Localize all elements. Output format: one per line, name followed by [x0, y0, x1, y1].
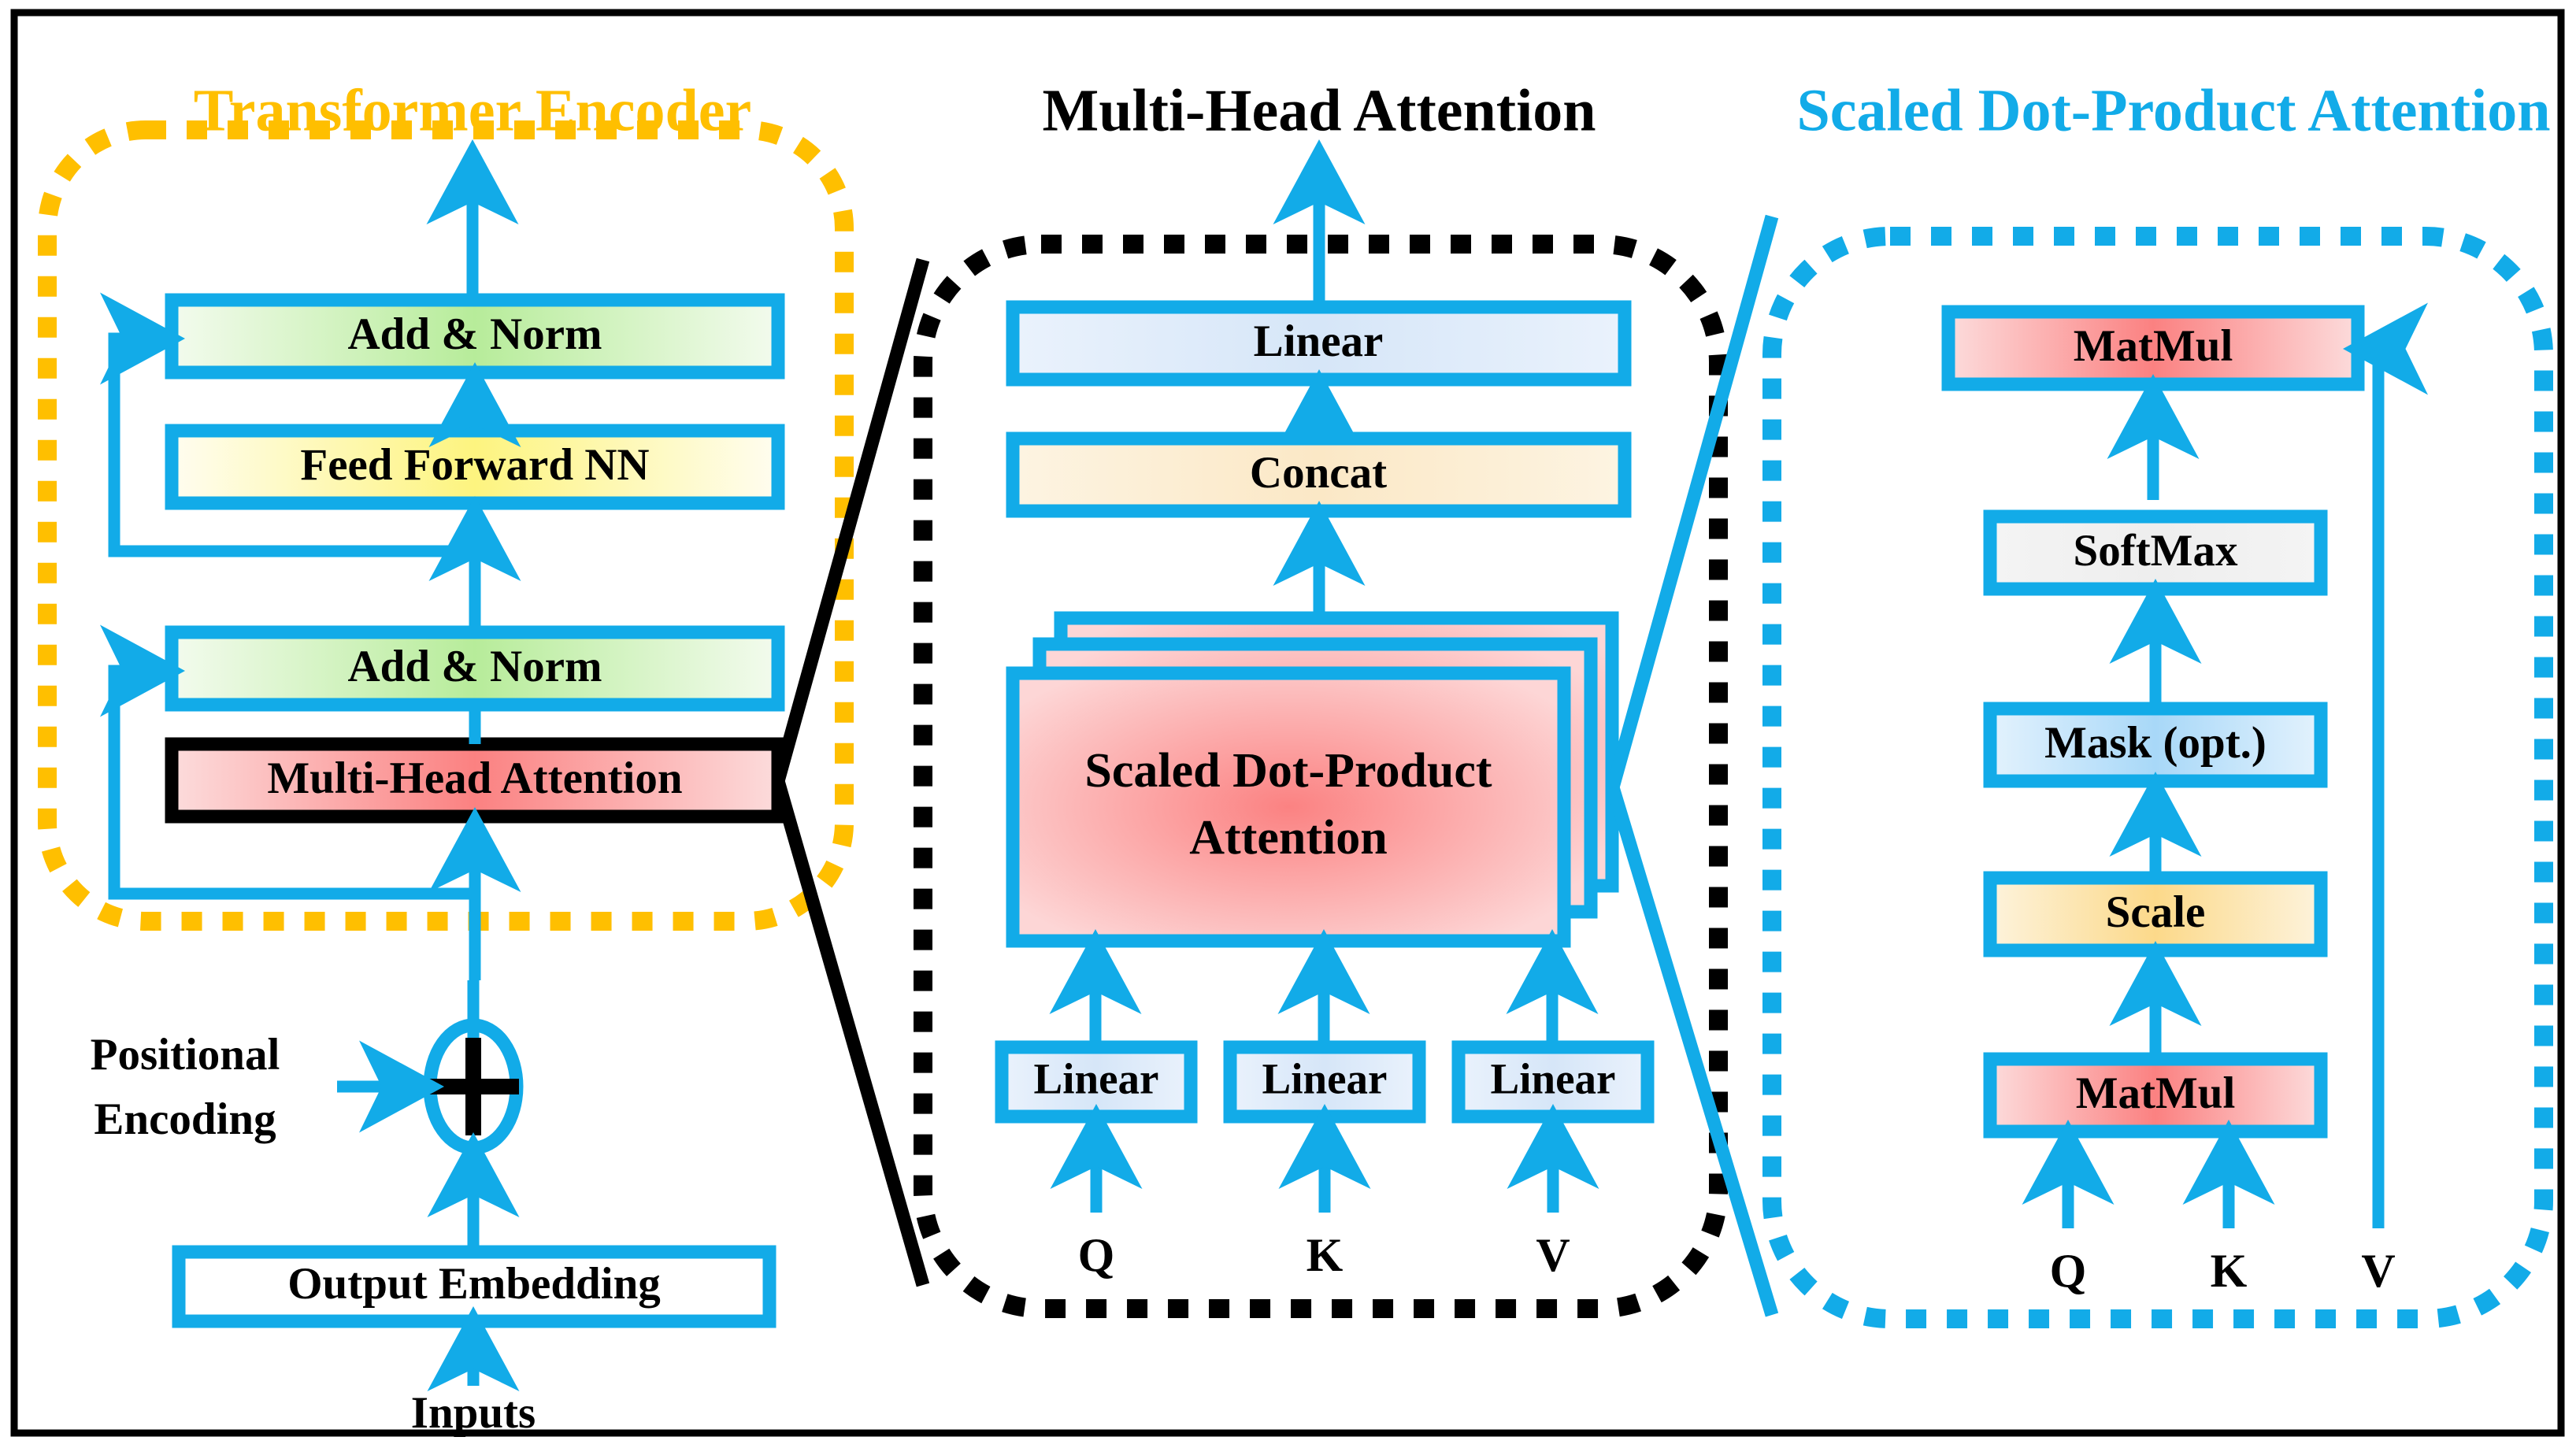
residual-arrow-upper — [100, 292, 475, 557]
block-matmul-bottom-label: MatMul — [2076, 1068, 2236, 1118]
mha-k-label: K — [1307, 1229, 1344, 1281]
sdpa-v-label: V — [2361, 1245, 2395, 1297]
scaled-dot-product-title: Scaled Dot-Product Attention — [1797, 77, 2551, 143]
inputs-label: Inputs — [411, 1388, 536, 1438]
block-add-norm-top-label: Add & Norm — [348, 309, 602, 359]
block-matmul-top-label: MatMul — [2074, 321, 2233, 371]
block-matmul-top[interactable]: MatMul — [1941, 305, 2365, 391]
block-multi-head-attention-label: Multi-Head Attention — [267, 754, 682, 803]
transformer-encoder-dashed-box — [38, 120, 854, 931]
panel-multi-head-attention: Multi-Head Attention Linear Concat Scale… — [914, 77, 1728, 1318]
block-concat[interactable]: Concat — [1006, 431, 1632, 518]
block-softmax-label: SoftMax — [2074, 526, 2238, 576]
block-add-norm-top[interactable]: Add & Norm — [165, 293, 785, 380]
block-scale-label: Scale — [2106, 887, 2206, 937]
block-output-embedding-label: Output Embedding — [287, 1259, 661, 1309]
panel-transformer-encoder: Transformer Encoder Add & Norm Feed Forw… — [38, 77, 854, 1438]
block-mask-opt[interactable]: Mask (opt.) — [1983, 702, 2328, 788]
block-mask-opt-label: Mask (opt.) — [2044, 718, 2267, 768]
zoom-connector-mha-to-sdpa — [1606, 214, 1779, 1317]
mha-q-label: Q — [1078, 1229, 1115, 1281]
zoom-connector-encoder-to-mha — [771, 257, 930, 1287]
block-add-norm-bottom-label: Add & Norm — [348, 642, 602, 691]
positional-encoding-label-line1: Positional — [91, 1030, 280, 1080]
block-matmul-bottom[interactable]: MatMul — [1983, 1052, 2328, 1139]
transformer-encoder-title: Transformer Encoder — [194, 77, 752, 143]
sdpa-k-label: K — [2211, 1245, 2248, 1297]
sdpa-label-line2: Attention — [1189, 811, 1387, 865]
multi-head-attention-dashed-box — [914, 235, 1728, 1318]
sdpa-q-label: Q — [2050, 1245, 2087, 1297]
block-multi-head-attention[interactable]: Multi-Head Attention — [165, 737, 785, 824]
block-linear-k[interactable]: Linear — [1223, 1040, 1426, 1124]
block-scale[interactable]: Scale — [1983, 871, 2328, 957]
sdpa-stack-front — [1006, 666, 1571, 948]
block-linear-k-label: Linear — [1262, 1055, 1388, 1103]
positional-encoding-label-line2: Encoding — [94, 1094, 276, 1144]
sdpa-label-line1: Scaled Dot-Product — [1084, 744, 1492, 798]
plus-circle-icon — [423, 1018, 524, 1155]
block-linear-q-label: Linear — [1034, 1055, 1159, 1103]
block-softmax[interactable]: SoftMax — [1983, 509, 2328, 596]
block-add-norm-bottom[interactable]: Add & Norm — [165, 625, 785, 712]
block-feed-forward-nn-label: Feed Forward NN — [300, 440, 649, 490]
mha-v-label: V — [1536, 1229, 1570, 1281]
panel-scaled-dot-product-attention: Scaled Dot-Product Attention MatMul Soft… — [1762, 77, 2553, 1328]
scaled-dot-product-dashed-box — [1762, 227, 2553, 1328]
block-linear-q[interactable]: Linear — [995, 1040, 1198, 1124]
sdpa-v-routed-arrow — [2342, 302, 2428, 1228]
block-feed-forward-nn[interactable]: Feed Forward NN — [165, 424, 785, 510]
block-concat-label: Concat — [1250, 448, 1387, 498]
block-linear-v-label: Linear — [1491, 1055, 1616, 1103]
block-mha-linear-output[interactable]: Linear — [1006, 300, 1632, 387]
figure-border — [10, 9, 2565, 1437]
block-linear-v[interactable]: Linear — [1451, 1040, 1655, 1124]
block-mha-linear-output-label: Linear — [1254, 317, 1384, 366]
block-output-embedding[interactable]: Output Embedding — [172, 1245, 777, 1328]
residual-arrow-lower — [100, 624, 475, 900]
multi-head-attention-title: Multi-Head Attention — [1043, 77, 1596, 143]
block-scaled-dot-product-attention-stack[interactable]: Scaled Dot-Product Attention — [1006, 611, 1619, 948]
